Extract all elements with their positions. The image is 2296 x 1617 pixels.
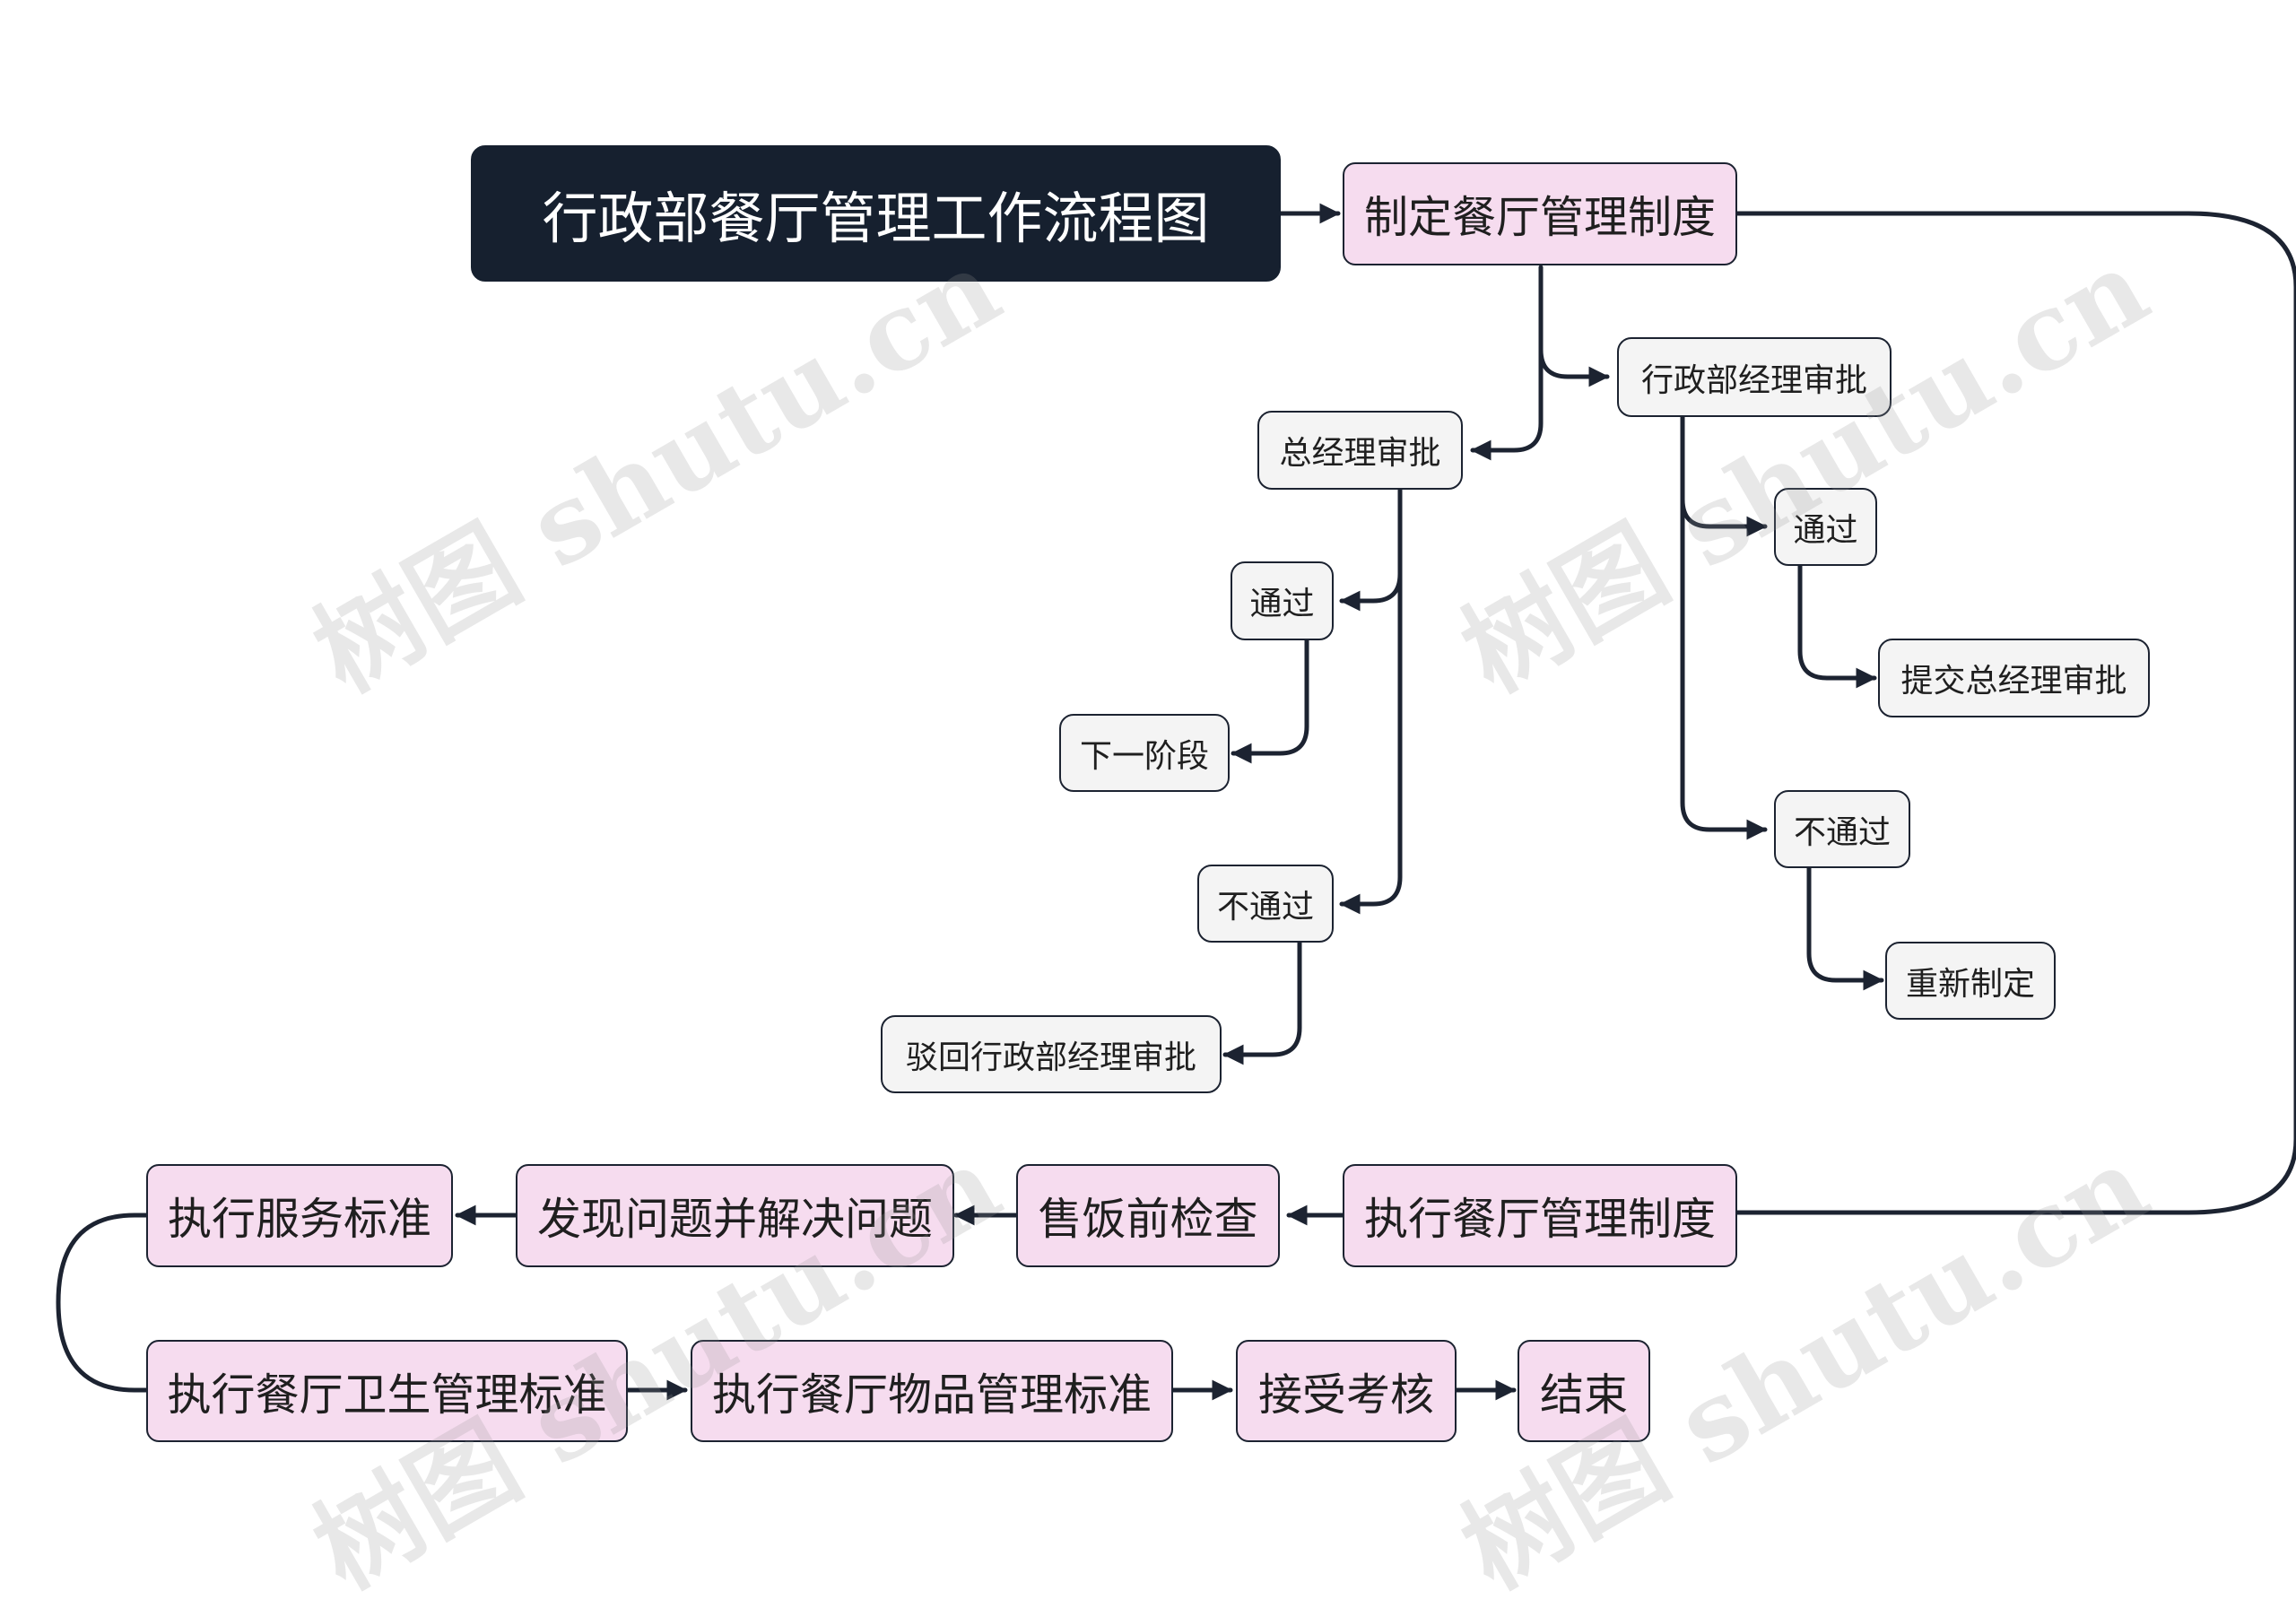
edge-service-to-hygiene [56, 1213, 149, 1393]
diagram-title: 行政部餐厅管理工作流程图 [471, 145, 1281, 282]
edge-admin-to-pass [1680, 414, 1768, 537]
edge-fail-to-redo [1806, 865, 1884, 991]
node-end[interactable]: 结束 [1518, 1340, 1650, 1442]
node-find-and-fix[interactable]: 发现问题并解决问题 [516, 1164, 954, 1267]
node-service-standard[interactable]: 执行服务标准 [146, 1164, 453, 1267]
edge-formulate-to-admin-approve [1538, 265, 1610, 387]
node-redo[interactable]: 重新制定 [1885, 942, 2056, 1020]
edge-gm-to-pass [1339, 487, 1403, 612]
edge-gmpass-to-next [1231, 638, 1309, 764]
edge-admin-to-fail [1680, 414, 1768, 840]
node-formulate-rules[interactable]: 制定餐厅管理制度 [1343, 162, 1737, 265]
node-submit-gm-approval[interactable]: 提交总经理审批 [1878, 639, 2150, 717]
edge-gm-to-fail [1339, 487, 1403, 915]
node-gm-pass[interactable]: 通过 [1231, 561, 1334, 640]
node-execute-rules[interactable]: 执行餐厅管理制度 [1343, 1164, 1737, 1267]
node-admin-fail[interactable]: 不通过 [1774, 790, 1910, 868]
node-pre-meal-check[interactable]: 售饭前检查 [1016, 1164, 1280, 1267]
node-reject-back[interactable]: 驳回行政部经理审批 [881, 1015, 1222, 1093]
node-hygiene-standard[interactable]: 执行餐厅卫生管理标准 [146, 1340, 628, 1442]
node-next-stage[interactable]: 下一阶段 [1059, 714, 1230, 792]
node-gm-approval[interactable]: 总经理审批 [1257, 411, 1463, 490]
edge-pass-to-submit [1797, 563, 1877, 689]
node-admin-manager-approval[interactable]: 行政部经理审批 [1617, 337, 1892, 417]
node-gm-fail[interactable]: 不通过 [1197, 865, 1334, 943]
edge-formulate-to-execute [1735, 211, 2296, 1215]
edge-formulate-to-gm-approve [1470, 266, 1544, 461]
node-assessment[interactable]: 接受考核 [1236, 1340, 1457, 1442]
node-goods-standard[interactable]: 执行餐厅物品管理标准 [691, 1340, 1173, 1442]
node-admin-pass[interactable]: 通过 [1774, 488, 1877, 566]
edge-gmfail-to-reject [1222, 940, 1302, 1065]
